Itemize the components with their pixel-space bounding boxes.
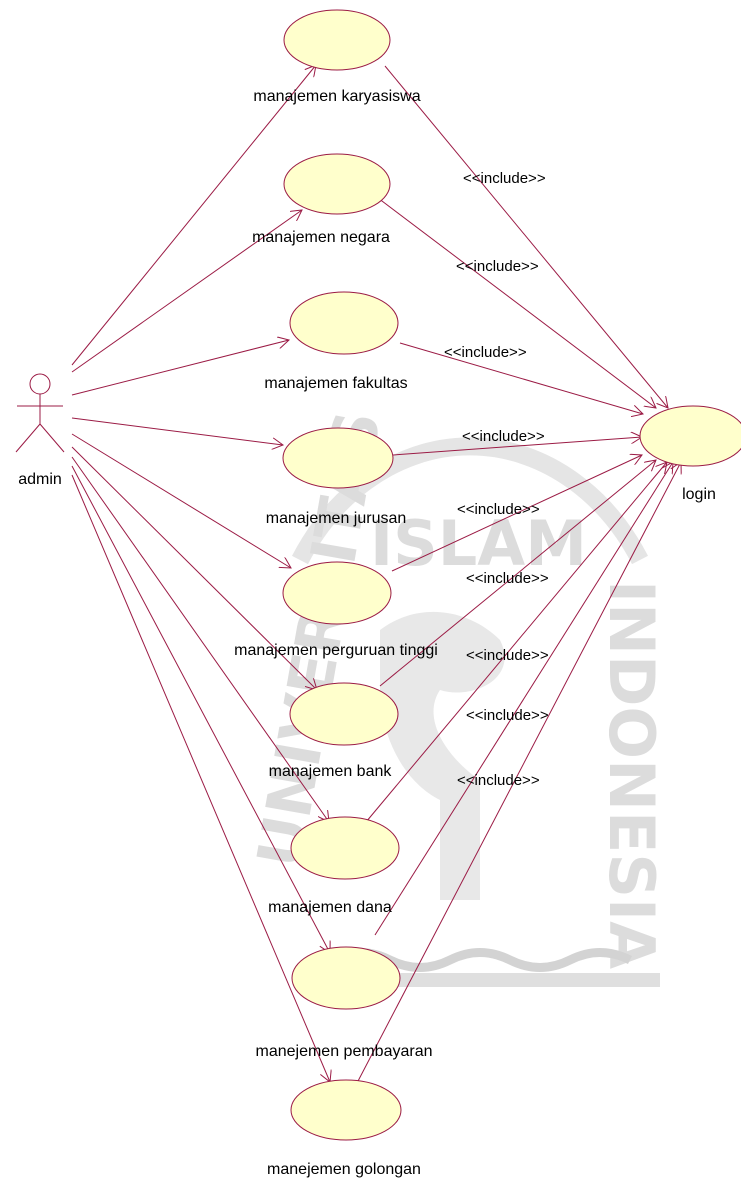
actor-right-leg [39, 423, 65, 453]
include-line-perguruan-tinggi [391, 455, 642, 572]
assoc-karyasiswa [71, 65, 316, 366]
use-case-label: manajemen perguruan tinggi [234, 642, 438, 659]
include-line-pembayaran [374, 462, 673, 936]
assoc-negara [71, 210, 302, 373]
use-case-golongan[interactable]: manejemen golongan [267, 1079, 421, 1178]
include-labels: <<include>> <<include>> <<include>> <<in… [444, 170, 549, 789]
actor-head [29, 373, 51, 395]
use-case-ellipse [639, 405, 741, 467]
include-label: <<include>> [466, 570, 549, 587]
use-case-karyasiswa[interactable]: manajemen karyasiswa [253, 9, 421, 105]
include-label: <<include>> [457, 772, 540, 789]
use-case-ellipse [282, 561, 392, 625]
associations [71, 65, 330, 1082]
include-line-jurusan [392, 437, 642, 456]
use-case-fakultas[interactable]: manajemen fakultas [264, 291, 408, 392]
include-label: <<include>> [462, 428, 545, 445]
use-case-label: manejemen pembayaran [256, 1043, 433, 1060]
use-case-label: manajemen dana [268, 899, 392, 916]
use-case-label: login [682, 486, 716, 503]
use-case-label: manajemen fakultas [264, 375, 407, 392]
actor-admin[interactable]: admin [15, 373, 65, 488]
include-label: <<include>> [457, 501, 540, 518]
include-label: <<include>> [463, 170, 546, 187]
use-case-negara[interactable]: manajemen negara [252, 153, 391, 246]
include-line-negara [377, 197, 656, 408]
include-label: <<include>> [444, 344, 527, 361]
use-case-login[interactable]: login [639, 405, 741, 503]
assoc-fakultas [71, 340, 289, 396]
use-case-ellipse [289, 291, 399, 355]
include-label: <<include>> [456, 258, 539, 275]
assoc-bank [71, 446, 317, 690]
use-case-ellipse [291, 946, 401, 1010]
use-case-ellipse [283, 153, 391, 215]
use-case-label: manajemen bank [269, 763, 393, 780]
use-case-label: manejemen golongan [267, 1161, 421, 1178]
use-case-perguruan-tinggi[interactable]: manajemen perguruan tinggi [234, 561, 438, 659]
include-line-golongan [356, 462, 681, 1084]
use-case-label: manajemen negara [252, 229, 390, 246]
use-case-pembayaran[interactable]: manejemen pembayaran [256, 946, 433, 1060]
include-dependencies [356, 65, 681, 1084]
use-case-bank[interactable]: manajemen bank [269, 682, 399, 780]
include-line-bank [379, 460, 656, 687]
include-line-fakultas [399, 342, 643, 414]
assoc-dana [71, 456, 329, 822]
assoc-golongan [71, 474, 330, 1082]
watermark-text-right: INDONESIA [595, 580, 668, 969]
include-label: <<include>> [466, 707, 549, 724]
include-label: <<include>> [466, 647, 549, 664]
actor-left-leg [15, 423, 41, 453]
assoc-perguruan-tinggi [71, 433, 291, 568]
use-case-label: manajemen karyasiswa [253, 88, 420, 105]
assoc-jurusan [71, 417, 283, 445]
include-line-karyasiswa [384, 65, 668, 408]
watermark-text-top: ISLAM [370, 507, 587, 580]
use-case-ellipse [289, 682, 399, 746]
use-case-label: manajemen jurusan [266, 510, 407, 527]
use-case-jurusan[interactable]: manajemen jurusan [266, 427, 407, 527]
use-case-ellipse [283, 9, 391, 71]
actor-label: admin [18, 471, 62, 488]
use-case-dana[interactable]: manajemen dana [268, 816, 400, 916]
include-line-dana [365, 462, 667, 823]
use-case-ellipse [290, 816, 400, 880]
assoc-pembayaran [71, 465, 330, 953]
use-case-ellipse [282, 427, 394, 489]
use-case-ellipse [290, 1079, 402, 1141]
